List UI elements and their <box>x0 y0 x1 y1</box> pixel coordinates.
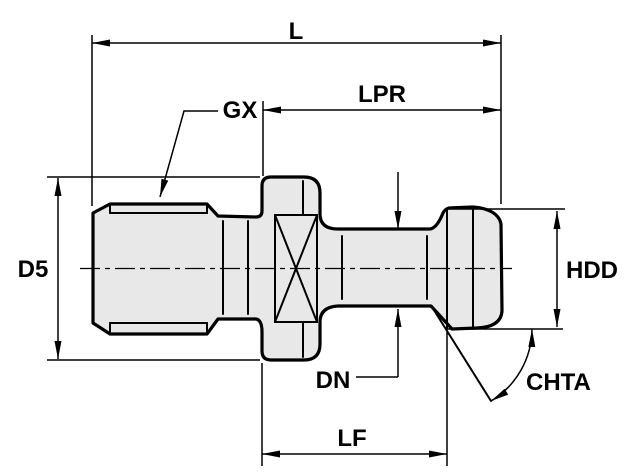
dimension-head-diameter: HDD <box>446 208 618 330</box>
dim-label-l: L <box>289 18 304 45</box>
shank-edge-lines <box>341 235 428 300</box>
dim-label-d5: D5 <box>18 256 49 283</box>
dim-label-dn: DN <box>316 367 351 394</box>
groove-edge-lines <box>222 220 249 315</box>
dimension-shank-diameter: DN <box>316 172 402 394</box>
thread-detail-lines <box>109 203 208 335</box>
dimension-chamfer-angle: CHTA <box>490 328 591 402</box>
dim-label-lf: LF <box>337 425 366 452</box>
callout-thread: GX <box>159 97 258 198</box>
dimension-flange-length: LF <box>261 332 448 466</box>
dimension-d5-diameter: D5 <box>18 176 260 361</box>
dim-label-gx: GX <box>223 97 258 124</box>
dim-label-lpr: LPR <box>358 81 406 108</box>
part-body <box>80 175 512 402</box>
dimension-projection-length: LPR <box>262 81 501 176</box>
dim-label-hdd: HDD <box>566 257 618 284</box>
dim-label-chta: CHTA <box>526 369 591 396</box>
